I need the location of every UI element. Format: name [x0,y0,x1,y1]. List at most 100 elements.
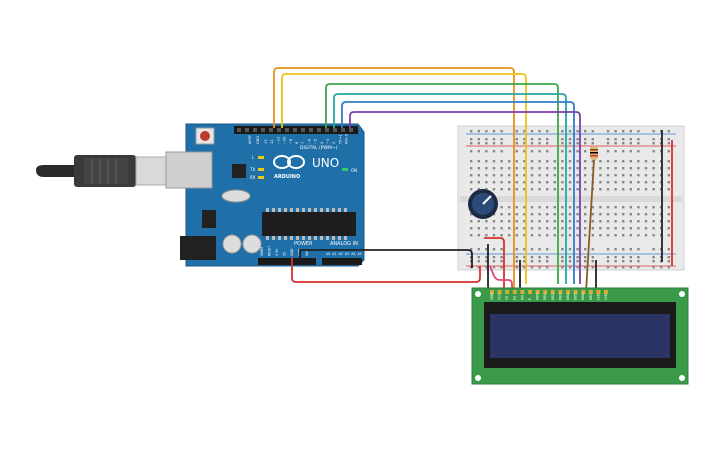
terminal-hole [584,181,587,184]
potentiometer[interactable] [468,189,498,219]
rail-hole [515,130,518,133]
terminal-hole [599,227,602,230]
terminal-hole [515,160,518,163]
lcd-pin [581,290,586,294]
terminal-hole [644,174,648,177]
wire-purple [349,111,581,284]
terminal-hole [485,234,488,237]
terminal-hole [637,160,640,163]
terminal-hole [470,181,473,184]
terminal-hole [606,220,610,223]
terminal-hole [530,220,534,223]
terminal-hole [568,160,572,163]
rail-hole [561,256,564,259]
terminal-hole [553,167,556,170]
analog-pin-label: A5 [358,252,362,256]
terminal-hole [530,234,534,237]
terminal-hole [546,206,549,209]
terminal-hole [637,227,640,230]
terminal-hole [508,234,511,237]
rail-hole [561,150,564,153]
terminal-hole [652,174,655,177]
terminal-hole [538,213,541,216]
terminal-hole [652,188,655,191]
terminal-hole [644,167,648,170]
terminal-hole [530,167,534,170]
terminal-hole [637,220,640,223]
lcd-pin [558,290,563,294]
terminal-hole [500,188,503,191]
rail-hole [614,248,617,251]
terminal-hole [637,188,640,191]
terminal-hole [561,206,564,209]
rail-hole [584,260,587,263]
terminal-hole [584,188,587,191]
terminal-hole [515,227,518,230]
terminal-hole [492,174,496,177]
rail-hole [523,142,526,145]
tx-led-label: TX [249,167,255,172]
rail-hole [538,130,541,133]
terminal-hole [508,181,511,184]
rail-hole [470,142,473,145]
rail-hole [637,130,640,133]
rail-hole [629,260,632,263]
terminal-hole [500,234,503,237]
terminal-hole [523,167,526,170]
rail-hole [568,266,572,269]
terminal-hole [644,227,648,230]
rail-hole [523,248,526,251]
terminal-hole [500,160,503,163]
rail-hole [591,260,594,263]
rail-hole [622,266,625,269]
breadboard[interactable] [457,125,685,271]
analog-pin-label: A4 [351,252,355,256]
rail-hole [591,248,594,251]
terminal-hole [508,160,511,163]
wire-teal [333,93,567,284]
terminal-hole [606,213,610,216]
digital-pin-label: 13 [264,140,268,144]
terminal-hole [561,174,564,177]
rail-hole [470,150,473,153]
terminal-hole [637,181,640,184]
rail-hole [538,266,541,269]
board-brand-label: ARDUINO [274,174,300,180]
rail-hole [637,142,640,145]
terminal-hole [629,160,632,163]
terminal-hole [523,174,526,177]
rail-hole [637,266,640,269]
terminal-hole [546,167,549,170]
wire-green [325,83,559,284]
terminal-hole [644,220,648,223]
rail-hole [492,266,496,269]
digital-pin-label: 12 [270,140,274,144]
terminal-hole [576,160,579,163]
rail-hole [515,260,518,263]
rail-hole [591,130,594,133]
terminal-hole [470,167,473,170]
rail-hole [561,138,564,141]
terminal-hole [500,227,503,230]
terminal-hole [515,206,518,209]
rail-hole [576,256,579,259]
terminal-hole [492,188,496,191]
terminal-hole [599,234,602,237]
resistor[interactable] [590,146,598,160]
terminal-hole [606,206,610,209]
terminal-hole [584,220,587,223]
rail-hole [477,260,480,263]
terminal-hole [470,160,473,163]
terminal-hole [599,188,602,191]
rail-hole [530,150,534,153]
digital-pin-label: RX←0 [345,134,349,144]
lcd-screen [490,314,670,358]
rail-hole [546,150,549,153]
analog-pin-label: A0 [326,252,330,256]
terminal-hole [515,188,518,191]
arduino-uno-board[interactable]: UNO ARDUINO DIGITAL (PWM~) ON L TX RX PO… [165,123,365,267]
terminal-hole [546,181,549,184]
analog-pin-label: A3 [345,252,349,256]
terminal-hole [576,206,579,209]
